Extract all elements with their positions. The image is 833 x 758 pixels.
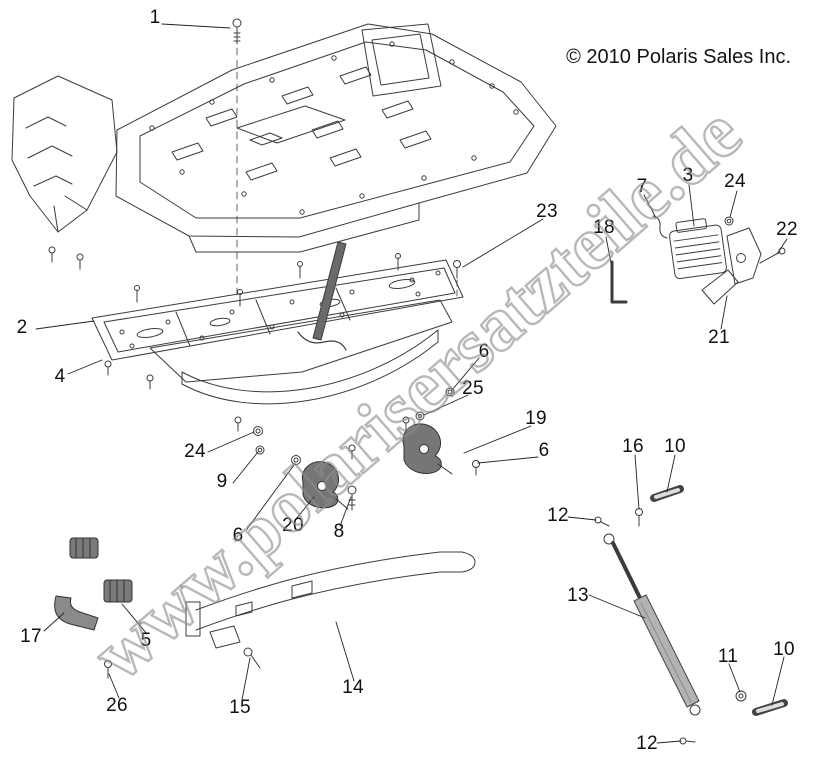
callout-10: 10 — [664, 436, 686, 457]
gas-strut — [594, 485, 788, 745]
callout-25: 25 — [462, 378, 484, 399]
stabilizer-bar — [185, 551, 476, 669]
sub-frame — [149, 241, 453, 405]
callout-15: 15 — [229, 697, 251, 718]
callout-4: 4 — [54, 366, 66, 387]
callout-12: 12 — [547, 505, 569, 526]
callout-23: 23 — [536, 201, 558, 222]
frame-bottom-fasteners — [104, 360, 480, 476]
callout-17: 17 — [20, 626, 42, 647]
callout-7: 7 — [636, 176, 648, 197]
callout-24: 24 — [184, 441, 206, 462]
callout-19: 19 — [525, 408, 547, 429]
rear-body-assembly — [11, 23, 557, 253]
body-fasteners — [48, 246, 461, 297]
callout-6: 6 — [538, 440, 550, 461]
callout-6: 6 — [232, 525, 244, 546]
callout-26: 26 — [106, 695, 128, 716]
bolt-part-1 — [232, 18, 242, 301]
callout-3: 3 — [682, 165, 694, 186]
callout-21: 21 — [708, 327, 730, 348]
callout-20: 20 — [282, 515, 304, 536]
copyright-notice: © 2010 Polaris Sales Inc. — [566, 46, 791, 68]
callout-2: 2 — [16, 317, 28, 338]
callout-1: 1 — [149, 7, 161, 28]
callout-13: 13 — [567, 585, 589, 606]
frame-top-bolts — [134, 253, 401, 307]
callout-24: 24 — [724, 171, 746, 192]
callout-11: 11 — [717, 646, 739, 667]
callout-6: 6 — [478, 341, 490, 362]
clamp-group — [54, 537, 133, 679]
callout-16: 16 — [622, 436, 644, 457]
ecu-bracket-group — [610, 215, 786, 305]
bolt-part-8 — [347, 485, 357, 511]
callout-14: 14 — [342, 677, 364, 698]
callout-18: 18 — [593, 217, 615, 238]
latch-left — [301, 461, 349, 510]
leader-lines — [35, 23, 788, 744]
callout-5: 5 — [140, 630, 152, 651]
callout-8: 8 — [333, 521, 345, 542]
callout-10: 10 — [773, 639, 795, 660]
callout-22: 22 — [776, 219, 798, 240]
latch-right — [402, 423, 453, 475]
callout-12: 12 — [636, 733, 658, 754]
callout-9: 9 — [216, 471, 228, 492]
